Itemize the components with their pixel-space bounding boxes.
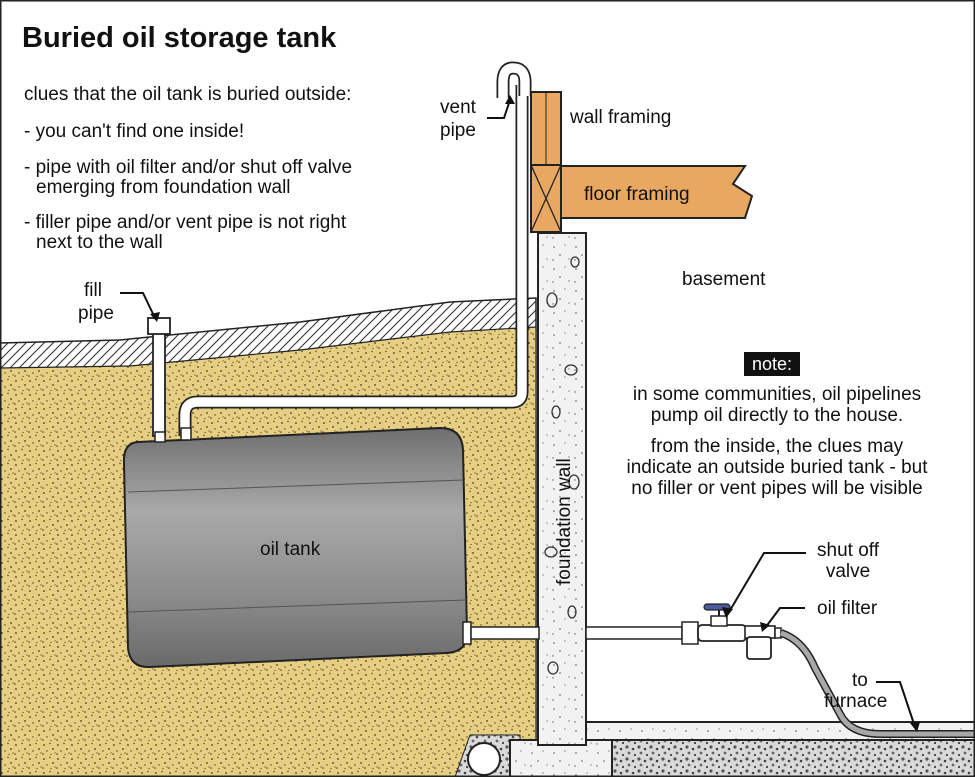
label-basement: basement (682, 269, 766, 290)
label-foundation-wall: foundation wall (554, 458, 575, 585)
note-p1-line1: in some communities, oil pipelines (633, 384, 921, 405)
label-vent-line1: vent (440, 97, 477, 118)
page-title: Buried oil storage tank (22, 22, 337, 54)
note-p1-line2: pump oil directly to the house. (651, 405, 903, 426)
label-wall-framing: wall framing (569, 107, 671, 128)
oil-tank (122, 426, 469, 669)
label-vent-line2: pipe (440, 120, 476, 141)
label-shut-off-line1: shut off (817, 540, 880, 561)
leader-lines (120, 99, 916, 728)
drain-tile (467, 742, 501, 776)
label-fill-line1: fill (84, 280, 102, 301)
note-p2-line1: from the inside, the clues may (651, 436, 904, 457)
note-p2-line3: no filler or vent pipes will be visible (631, 478, 922, 499)
note-box: note: in some communities, oil pipelines… (626, 352, 928, 499)
floor-framing (560, 165, 754, 219)
label-oil-tank: oil tank (260, 539, 321, 560)
fill-pipe (152, 331, 166, 437)
clue-item-2-line1: - pipe with oil filter and/or shut off v… (24, 157, 352, 178)
label-fill-line2: pipe (78, 303, 114, 324)
tank-outlet-fitting (462, 621, 472, 645)
note-badge-text: note: (752, 354, 792, 374)
gravel-bed-floor (607, 737, 975, 777)
foundation-wall (537, 232, 587, 746)
clue-item-1: - you can't find one inside! (24, 121, 244, 142)
label-to-furnace-line2: furnace (824, 691, 887, 712)
furnace-line (779, 629, 975, 738)
shut-off-valve (697, 603, 747, 642)
note-p2-line2: indicate an outside buried tank - but (626, 457, 928, 478)
label-floor-framing: floor framing (584, 184, 690, 205)
note-badge (744, 352, 800, 376)
label-oil-filter: oil filter (817, 598, 878, 619)
clue-item-3-line1: - filler pipe and/or vent pipe is not ri… (24, 212, 347, 233)
clues-list: clues that the oil tank is buried outsid… (24, 84, 352, 253)
clue-item-3-line2: next to the wall (36, 232, 163, 253)
oil-filter (744, 625, 782, 660)
clue-item-2-line2: emerging from foundation wall (36, 177, 291, 198)
supply-line (470, 626, 540, 640)
fill-pipe-cap (147, 317, 171, 335)
clues-heading: clues that the oil tank is buried outsid… (24, 84, 351, 105)
label-shut-off-line2: valve (826, 561, 870, 582)
label-to-furnace-line1: to (852, 670, 868, 691)
foundation-aggregate (544, 256, 580, 675)
